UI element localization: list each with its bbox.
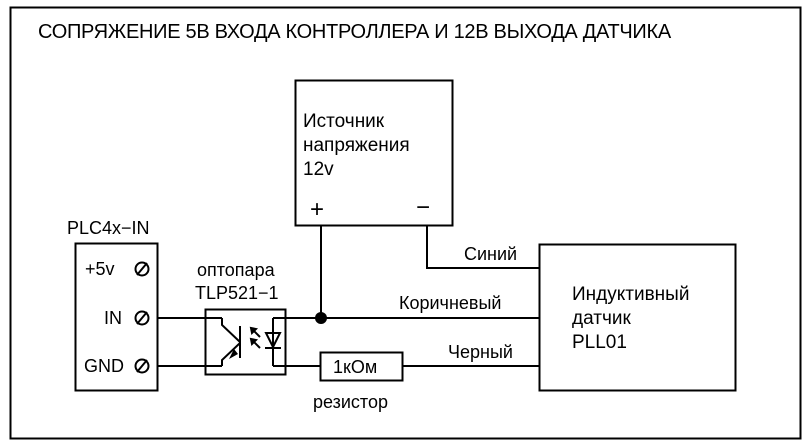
resistor-label: резистор bbox=[313, 392, 388, 412]
wire-blue bbox=[426, 226, 540, 269]
sensor-line1: Индуктивный bbox=[572, 284, 690, 305]
resistor-value: 1кОм bbox=[333, 357, 378, 377]
terminal-gnd-label: GND bbox=[84, 356, 124, 376]
wire-brown-label: Коричневый bbox=[399, 293, 502, 313]
power-supply-line3: 12v bbox=[303, 159, 334, 180]
optocoupler-label: оптопара bbox=[197, 260, 275, 280]
minus-terminal-label: − bbox=[416, 194, 431, 221]
screw-terminal-icon bbox=[134, 358, 150, 374]
optocoupler-model: TLP521−1 bbox=[195, 283, 279, 303]
junction-dot bbox=[315, 312, 327, 324]
diode-icon bbox=[264, 332, 282, 350]
sensor-line3: PLL01 bbox=[572, 332, 627, 353]
diagram-frame bbox=[9, 6, 802, 440]
plc-name: PLC4x−IN bbox=[67, 218, 150, 238]
screw-terminal-icon bbox=[134, 261, 150, 277]
light-arrows-icon bbox=[249, 326, 261, 349]
diagram-title: СОПРЯЖЕНИЕ 5В ВХОДА КОНТРОЛЛЕРА И 12В ВЫ… bbox=[38, 21, 671, 43]
optocoupler-block bbox=[204, 308, 287, 376]
transistor-emitter bbox=[221, 342, 241, 366]
sensor-line2: датчик bbox=[572, 308, 631, 329]
transistor-collector bbox=[221, 318, 241, 343]
terminal-5v-label: +5v bbox=[85, 259, 115, 279]
wire-black-label: Черный bbox=[448, 342, 513, 362]
power-supply-line2: напряжения bbox=[303, 135, 410, 156]
sensor-block bbox=[538, 243, 737, 392]
resistor-block bbox=[319, 351, 404, 382]
terminal-in-label: IN bbox=[104, 308, 122, 328]
power-supply-line1: Источник bbox=[303, 111, 385, 132]
screw-terminal-icon bbox=[134, 310, 150, 326]
transistor-arrow-icon bbox=[229, 349, 238, 359]
power-supply-block bbox=[294, 79, 454, 227]
wires bbox=[157, 226, 540, 367]
plus-terminal-label: + bbox=[310, 196, 325, 223]
wire-blue-label: Синий bbox=[464, 244, 518, 264]
